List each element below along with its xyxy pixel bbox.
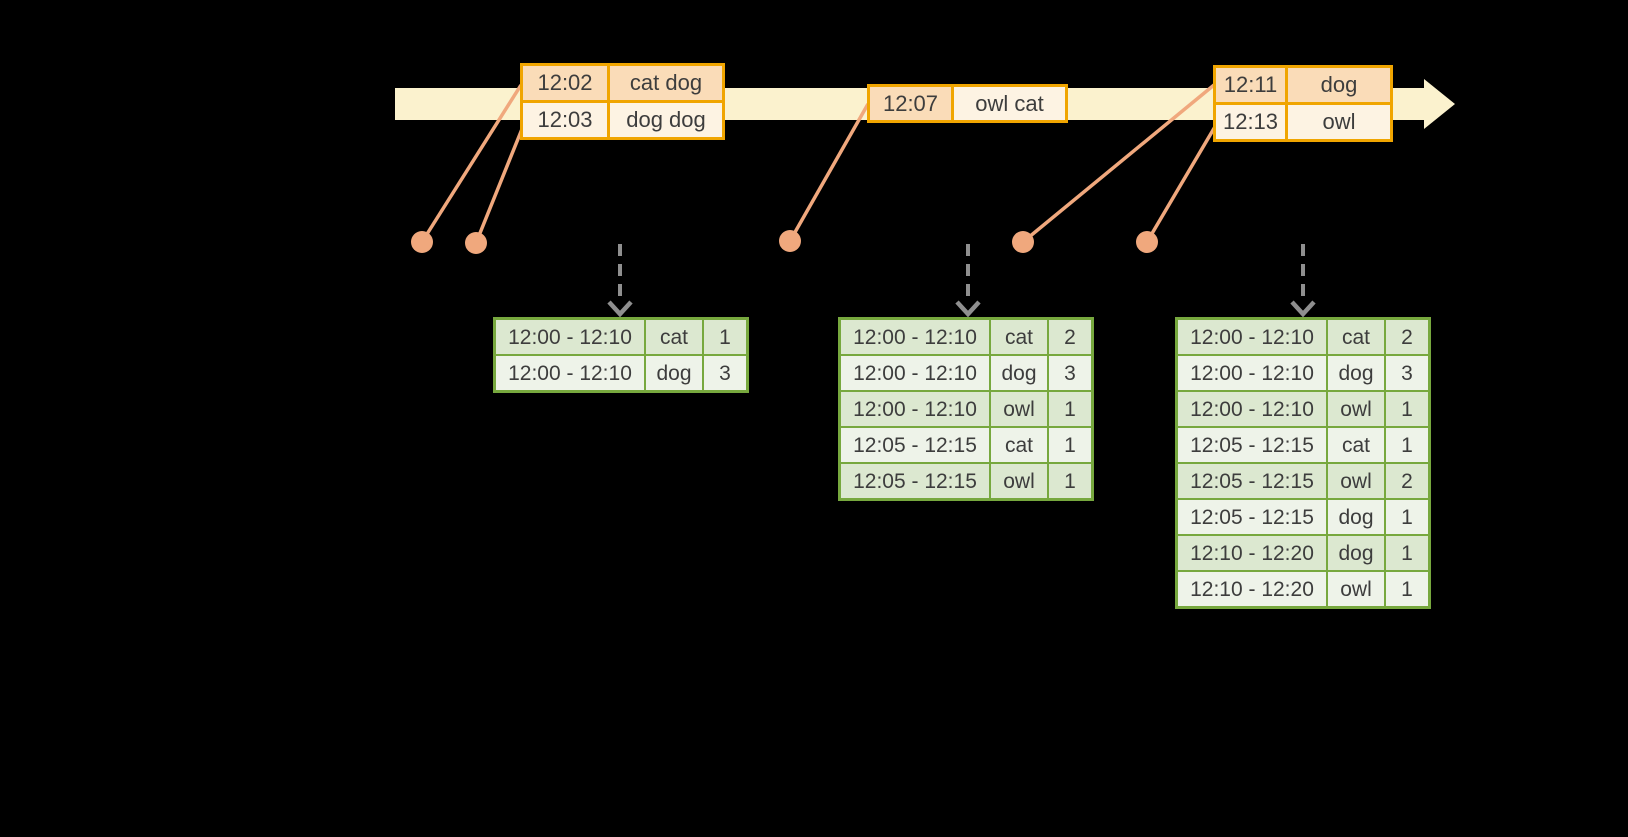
- trigger-arrow: [955, 244, 981, 318]
- event-time-cell: 12:02: [523, 66, 607, 100]
- word-cell: owl: [1328, 572, 1384, 606]
- window-cell: 12:05 - 12:15: [841, 464, 989, 498]
- window-cell: 12:00 - 12:10: [841, 356, 989, 390]
- word-cell: owl: [991, 392, 1047, 426]
- word-cell: cat: [1328, 320, 1384, 354]
- event-words-cell: dog dog: [610, 103, 722, 137]
- event-connector-line: [788, 103, 870, 242]
- count-cell: 1: [1049, 392, 1091, 426]
- event-time-cell: 12:07: [870, 87, 951, 120]
- word-cell: owl: [991, 464, 1047, 498]
- word-cell: cat: [991, 320, 1047, 354]
- window-cell: 12:00 - 12:10: [496, 356, 644, 390]
- count-cell: 2: [1386, 320, 1428, 354]
- window-cell: 12:00 - 12:10: [496, 320, 644, 354]
- window-cell: 12:05 - 12:15: [1178, 428, 1326, 462]
- count-cell: 1: [1386, 392, 1428, 426]
- event-words-cell: cat dog: [610, 66, 722, 100]
- word-cell: dog: [1328, 356, 1384, 390]
- event-words-cell: owl: [1288, 105, 1390, 139]
- window-cell: 12:00 - 12:10: [1178, 320, 1326, 354]
- window-cell: 12:05 - 12:15: [841, 428, 989, 462]
- event-time-cell: 12:13: [1216, 105, 1285, 139]
- event-dot: [411, 231, 433, 253]
- word-cell: dog: [1328, 536, 1384, 570]
- word-cell: cat: [1328, 428, 1384, 462]
- event-words-cell: owl cat: [954, 87, 1065, 120]
- count-cell: 2: [1049, 320, 1091, 354]
- event-time-cell: 12:03: [523, 103, 607, 137]
- trigger-arrow: [1290, 244, 1316, 318]
- count-cell: 2: [1386, 464, 1428, 498]
- event-dot: [1136, 231, 1158, 253]
- count-cell: 1: [1386, 536, 1428, 570]
- event-connector-line: [1145, 124, 1218, 243]
- word-cell: owl: [1328, 464, 1384, 498]
- word-cell: cat: [646, 320, 702, 354]
- word-cell: dog: [646, 356, 702, 390]
- event-dot: [465, 232, 487, 254]
- count-cell: 1: [1386, 500, 1428, 534]
- window-cell: 12:05 - 12:15: [1178, 464, 1326, 498]
- window-cell: 12:00 - 12:10: [1178, 356, 1326, 390]
- count-cell: 1: [1049, 428, 1091, 462]
- window-cell: 12:05 - 12:15: [1178, 500, 1326, 534]
- word-cell: dog: [991, 356, 1047, 390]
- window-cell: 12:00 - 12:10: [1178, 392, 1326, 426]
- event-connector-line: [474, 128, 524, 244]
- event-dot: [779, 230, 801, 252]
- event-connector-line: [1021, 83, 1216, 244]
- event-connector-line: [420, 84, 523, 243]
- event-time-cell: 12:11: [1216, 68, 1285, 102]
- timeline-arrowhead-icon: [1424, 79, 1455, 129]
- event-words-cell: dog: [1288, 68, 1390, 102]
- count-cell: 1: [1386, 572, 1428, 606]
- word-cell: cat: [991, 428, 1047, 462]
- word-cell: owl: [1328, 392, 1384, 426]
- window-cell: 12:00 - 12:10: [841, 392, 989, 426]
- count-cell: 3: [1049, 356, 1091, 390]
- window-cell: 12:10 - 12:20: [1178, 572, 1326, 606]
- count-cell: 1: [1049, 464, 1091, 498]
- word-cell: dog: [1328, 500, 1384, 534]
- window-cell: 12:00 - 12:10: [841, 320, 989, 354]
- count-cell: 3: [704, 356, 746, 390]
- count-cell: 1: [1386, 428, 1428, 462]
- count-cell: 3: [1386, 356, 1428, 390]
- event-dot: [1012, 231, 1034, 253]
- trigger-arrow: [607, 244, 633, 318]
- count-cell: 1: [704, 320, 746, 354]
- window-cell: 12:10 - 12:20: [1178, 536, 1326, 570]
